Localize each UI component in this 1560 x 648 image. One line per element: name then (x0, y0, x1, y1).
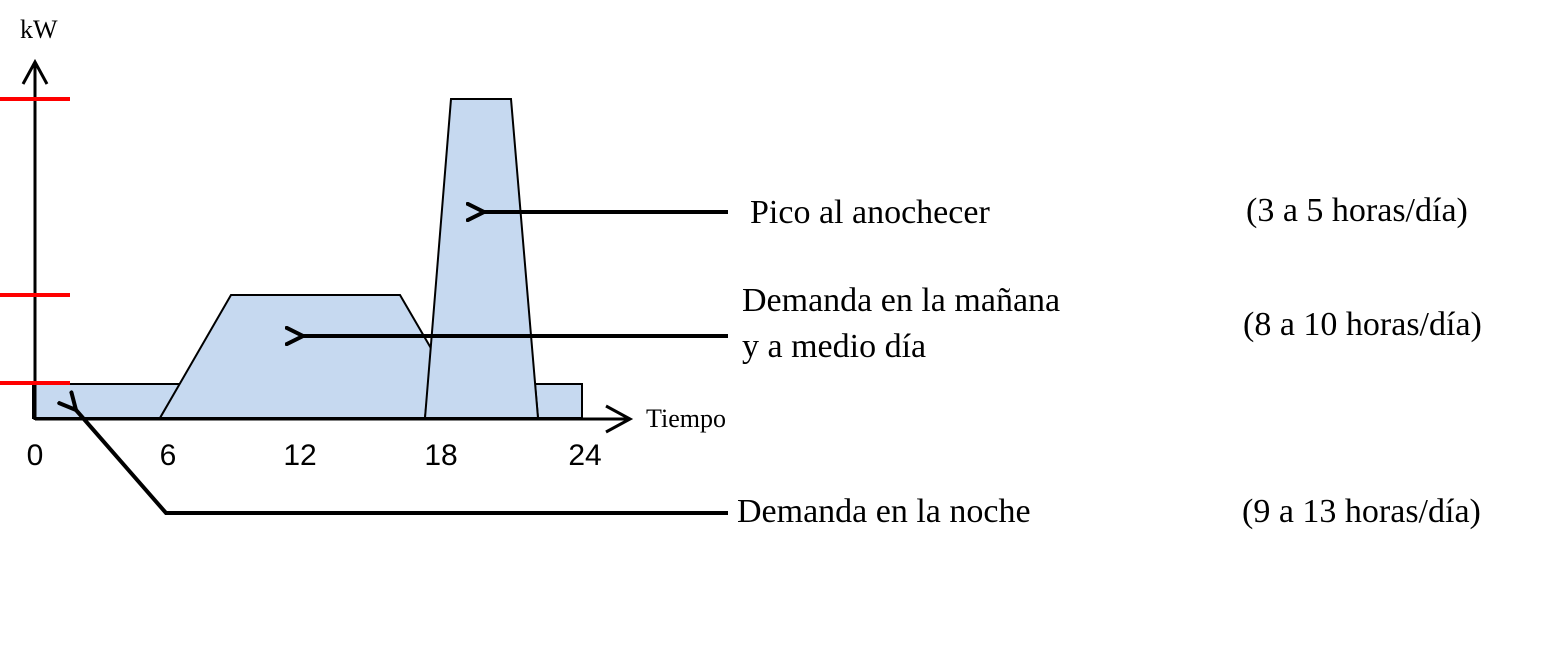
evening-peak-duration: (3 a 5 horas/día) (1246, 192, 1468, 229)
day-demand-duration: (8 a 10 horas/día) (1243, 306, 1482, 343)
x-axis-arrowhead (605, 404, 634, 434)
night-demand-arrow (76, 410, 728, 515)
y-axis-arrowhead (21, 58, 49, 85)
y-axis-label: kW (20, 15, 58, 44)
day-demand-label-line1: Demanda en la mañana (742, 282, 1060, 319)
night-demand-duration: (9 a 13 horas/día) (1242, 493, 1481, 530)
x-tick-label-12: 12 (283, 439, 316, 472)
day-demand-area (158, 294, 434, 419)
evening-peak-label: Pico al anochecer (750, 194, 990, 231)
x-axis-label: Tiempo (646, 404, 726, 433)
x-tick-label-24: 24 (568, 439, 601, 472)
x-tick-label-0: 0 (27, 439, 44, 472)
day-demand-label-line2: y a medio día (742, 328, 926, 365)
evening-peak-area (423, 98, 540, 419)
night-demand-label: Demanda en la noche (737, 493, 1031, 530)
x-tick-label-18: 18 (424, 439, 457, 472)
x-tick-label-6: 6 (160, 439, 177, 472)
